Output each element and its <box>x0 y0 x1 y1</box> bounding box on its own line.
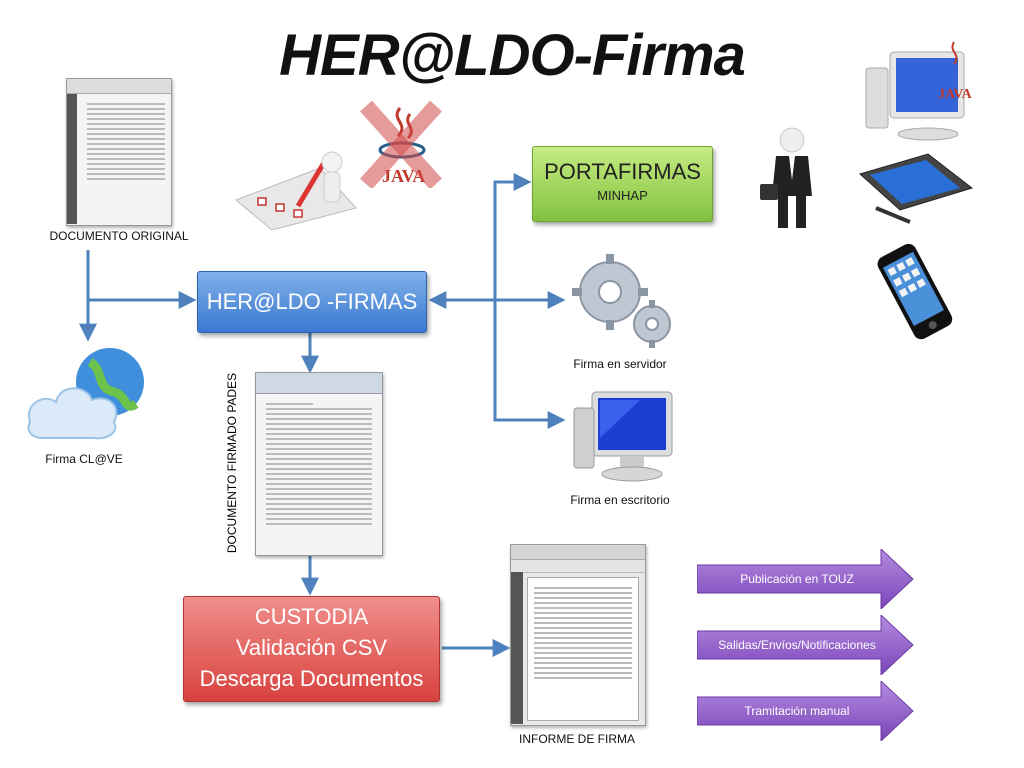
original-document-image <box>66 78 172 226</box>
output-arrow-touz: Publicación en TOUZ <box>697 549 929 609</box>
cloud-globe-icon <box>27 348 144 440</box>
output-arrow-tramitacion-shape <box>697 681 914 741</box>
output-arrow-notificaciones-shape <box>697 615 914 675</box>
gears-icon <box>572 254 671 348</box>
custodia-document-download: Descarga Documentos <box>199 666 424 691</box>
signed-document-image <box>255 372 383 556</box>
portafirmas-box: PORTAFIRMAS MINHAP <box>532 146 713 222</box>
tablet-icon <box>859 153 974 224</box>
portafirmas-sub-label: MINHAP <box>597 188 648 203</box>
firma-escritorio-caption: Firma en escritorio <box>570 493 670 507</box>
herldo-firmas-box: HER@LDO -FIRMAS <box>197 271 427 333</box>
output-label-tramitacion: Tramitación manual <box>744 704 850 718</box>
java-computer-logo-text: JAVA <box>938 87 973 102</box>
output-label-touz: Publicación en TOUZ <box>740 572 854 586</box>
arrow-to-escritorio <box>493 300 566 429</box>
person-icon <box>760 127 812 228</box>
informe-firma-caption: INFORME DE FIRMA <box>519 732 635 746</box>
custodia-box: CUSTODIA Validación CSV Descarga Documen… <box>183 596 440 702</box>
arrow-original-to-herldo <box>86 250 197 309</box>
signed-document-caption: DOCUMENTO FIRMADO PADES <box>225 372 239 554</box>
portafirmas-label: PORTAFIRMAS <box>544 159 701 184</box>
smartphone-icon <box>877 243 953 340</box>
checklist-pen-icon <box>235 151 357 230</box>
output-label-notificaciones: Salidas/Envíos/Notificaciones <box>718 638 876 652</box>
output-arrow-notificaciones: Salidas/Envíos/Notificaciones <box>697 615 929 675</box>
arrow-to-portafirmas <box>493 173 532 300</box>
java-computer-icon: JAVA <box>865 41 973 141</box>
page-title: HER@LDO-Firma <box>279 23 746 88</box>
output-arrow-tramitacion: Tramitación manual <box>697 681 929 741</box>
original-document-caption: DOCUMENTO ORIGINAL <box>49 229 189 243</box>
java-crossed-icon: JAVA <box>360 100 442 188</box>
custodia-title: CUSTODIA <box>254 604 369 629</box>
signature-report-image <box>510 544 646 726</box>
firma-servidor-caption: Firma en servidor <box>573 357 667 371</box>
output-arrow-touz-shape <box>697 549 914 609</box>
firma-clave-caption: Firma CL@VE <box>45 452 123 466</box>
custodia-csv-validation: Validación CSV <box>235 635 388 660</box>
arrow-herldo-to-clave <box>79 298 193 342</box>
desktop-monitor-icon <box>573 391 673 482</box>
